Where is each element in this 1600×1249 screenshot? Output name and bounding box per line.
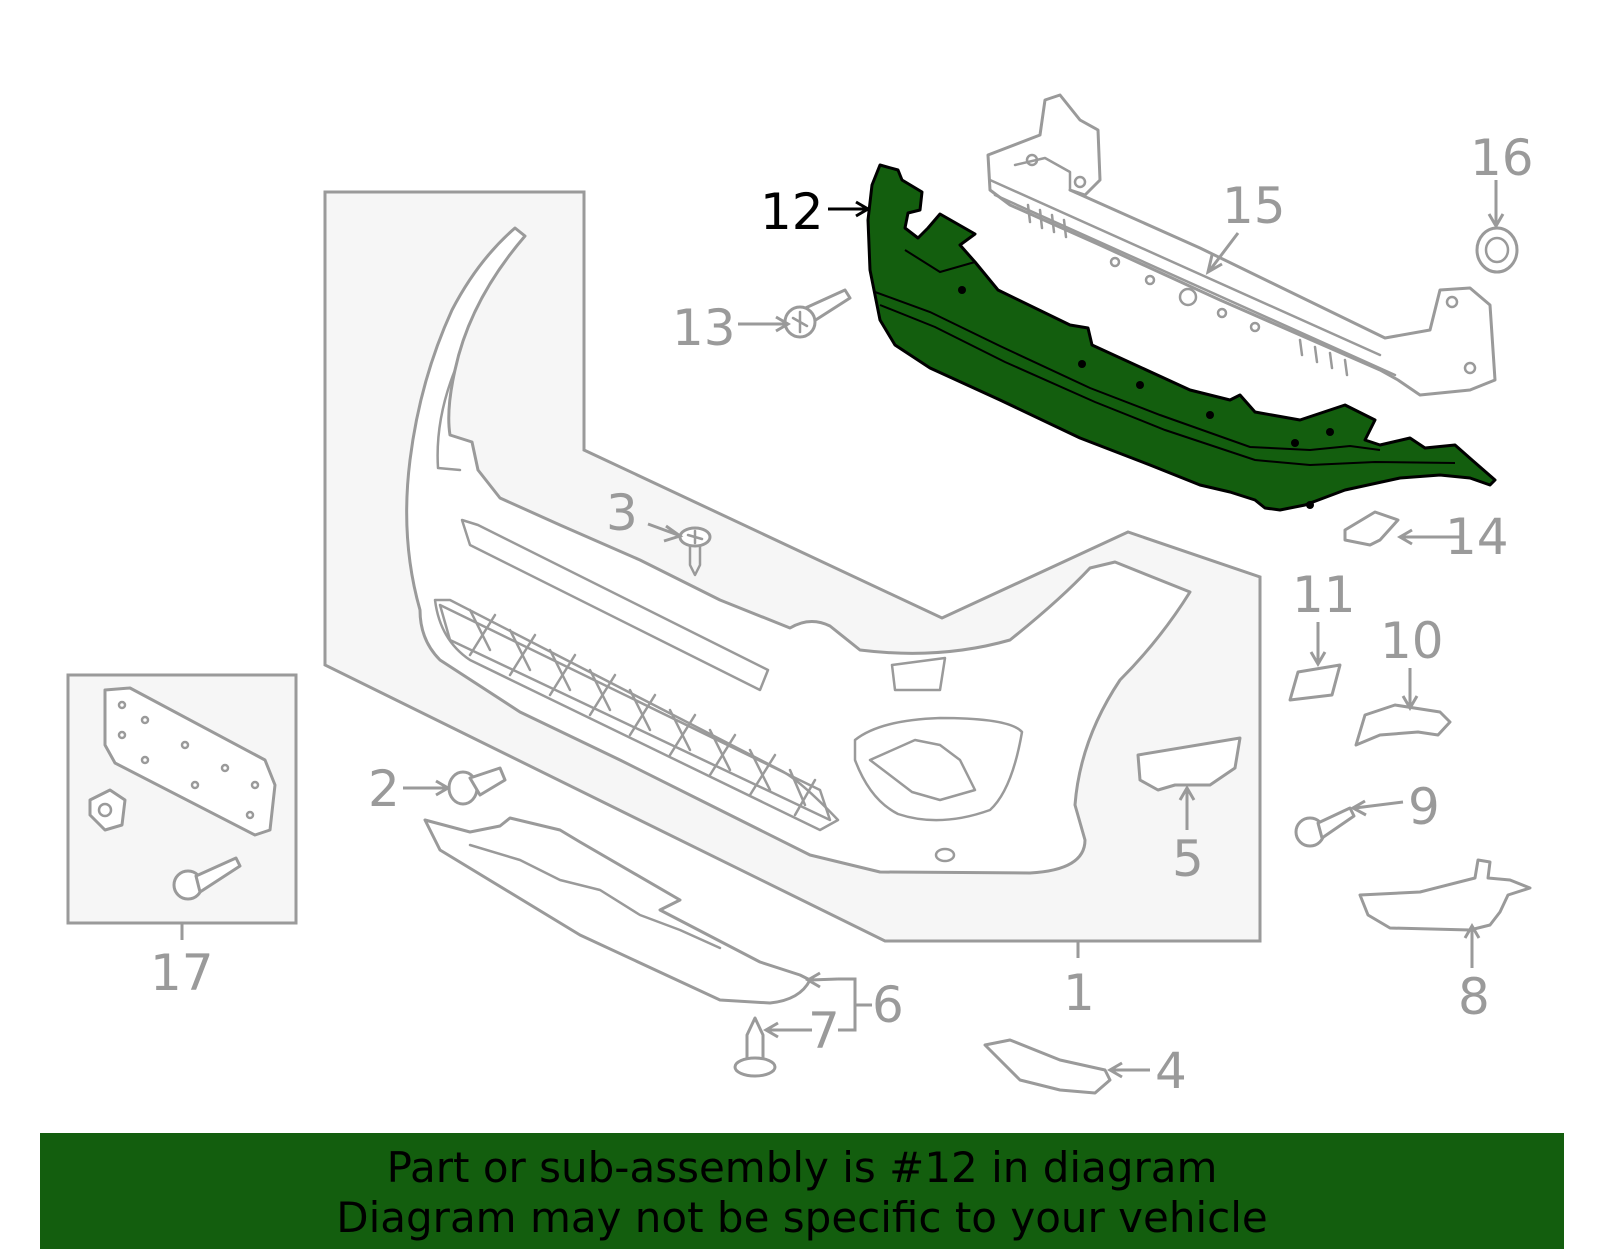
callout-6: 6 <box>872 976 904 1034</box>
callout-14: 14 <box>1445 508 1509 566</box>
part-2-clip <box>447 766 507 806</box>
callout-11: 11 <box>1292 566 1356 624</box>
part-11-cover <box>1288 663 1342 702</box>
callout-2: 2 <box>368 760 400 818</box>
part-6-skid-plate <box>423 816 812 1005</box>
callout-16: 16 <box>1470 129 1534 187</box>
callout-7: 7 <box>808 1002 840 1060</box>
banner-line-1: Part or sub-assembly is #12 in diagram <box>386 1143 1218 1192</box>
part-7-pin <box>733 1016 777 1078</box>
callout-labels: 1 2 3 4 5 6 7 8 9 10 11 12 13 14 15 16 1… <box>150 129 1534 1100</box>
part-15-bumper-beam <box>986 93 1497 397</box>
callout-4: 4 <box>1155 1042 1187 1100</box>
callout-8: 8 <box>1458 968 1490 1026</box>
callout-9: 9 <box>1408 778 1440 836</box>
part-9-bolt <box>1294 806 1356 848</box>
callout-3: 3 <box>606 484 638 542</box>
callout-17: 17 <box>150 944 214 1002</box>
leader-lines <box>180 180 1505 1079</box>
part-4-trim <box>983 1038 1112 1095</box>
callout-10: 10 <box>1380 612 1444 670</box>
part-5-bracket <box>1136 736 1242 792</box>
part-13-bolt <box>783 288 852 339</box>
info-banner: Part or sub-assembly is #12 in diagram D… <box>40 1133 1564 1249</box>
part-14-clip <box>1343 510 1400 547</box>
part-17-license-bracket <box>88 686 277 901</box>
callout-15: 15 <box>1222 177 1286 235</box>
banner-line-2: Diagram may not be specific to your vehi… <box>336 1193 1268 1242</box>
callout-12: 12 <box>760 183 824 241</box>
callout-5: 5 <box>1172 830 1204 888</box>
part-12-highlight <box>866 163 1497 512</box>
bumper-cover <box>405 226 1192 875</box>
part-10-bracket <box>1354 703 1452 747</box>
callout-1: 1 <box>1063 964 1095 1022</box>
part-8-lamp <box>1358 858 1532 932</box>
grille-mesh <box>438 603 832 822</box>
part-16-nut <box>1475 226 1519 274</box>
callout-13: 13 <box>672 299 736 357</box>
